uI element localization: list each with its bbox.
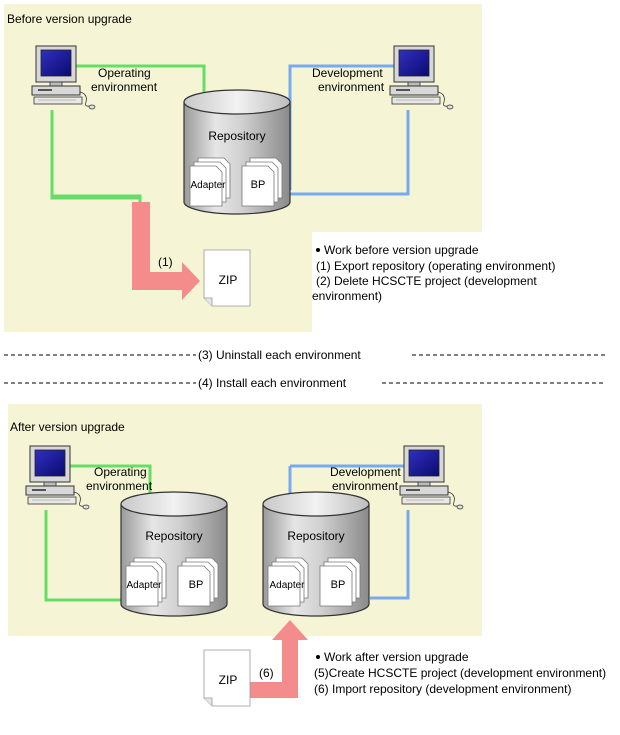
- before-adapter-label: Adapter: [190, 180, 226, 191]
- before-repository-label: Repository: [208, 129, 265, 143]
- after-title: After version upgrade: [10, 420, 125, 434]
- before-step-label: (1): [158, 255, 173, 269]
- after-operating-bp-label: BP: [189, 579, 204, 591]
- before-zip-label: ZIP: [219, 273, 238, 287]
- before-notes-heading: Work before version upgrade: [324, 243, 479, 257]
- after-development-repository-label: Repository: [287, 529, 344, 543]
- uninstall-label: (3) Uninstall each environment: [198, 348, 361, 362]
- after-zip-label: ZIP: [219, 673, 238, 687]
- after-operating-label-2: environment: [86, 479, 153, 493]
- after-development-label-1: Development: [330, 465, 401, 479]
- after-operating-repository-label: Repository: [145, 529, 202, 543]
- operating-line-bottom: [50, 110, 140, 200]
- after-notes-bullet-icon: [316, 655, 320, 659]
- after-step-label: (6): [259, 666, 274, 680]
- before-notes-area: [312, 232, 482, 332]
- after-development-label-2: environment: [332, 479, 399, 493]
- before-operating-label-1: Operating: [98, 66, 151, 80]
- before-bp-label: BP: [251, 179, 266, 191]
- after-development-connection: [290, 464, 420, 600]
- after-notes-heading: Work after version upgrade: [324, 650, 469, 664]
- after-operating-label-1: Operating: [94, 465, 147, 479]
- after-notes-line2: (6) Import repository (development envir…: [314, 682, 571, 696]
- before-development-label-1: Development: [312, 66, 383, 80]
- before-notes-line2: (2) Delete HCSCTE project (development: [316, 274, 537, 288]
- export-arrow: [132, 202, 200, 300]
- before-notes-line3: environment): [312, 289, 382, 303]
- import-arrow: [250, 620, 308, 698]
- after-operating-connection: [44, 464, 152, 602]
- before-operating-label-2: environment: [91, 80, 158, 94]
- after-operating-adapter-label: Adapter: [126, 580, 162, 591]
- install-label: (4) Install each environment: [198, 376, 347, 390]
- before-title: Before version upgrade: [7, 12, 132, 26]
- before-development-label-2: environment: [318, 80, 385, 94]
- before-notes-bullet-icon: [316, 248, 320, 252]
- after-development-adapter-label: Adapter: [269, 580, 305, 591]
- after-notes-line1: (5)Create HCSCTE project (development en…: [314, 666, 606, 680]
- after-development-bp-label: BP: [331, 579, 346, 591]
- before-notes-line1: (1) Export repository (operating environ…: [316, 259, 555, 273]
